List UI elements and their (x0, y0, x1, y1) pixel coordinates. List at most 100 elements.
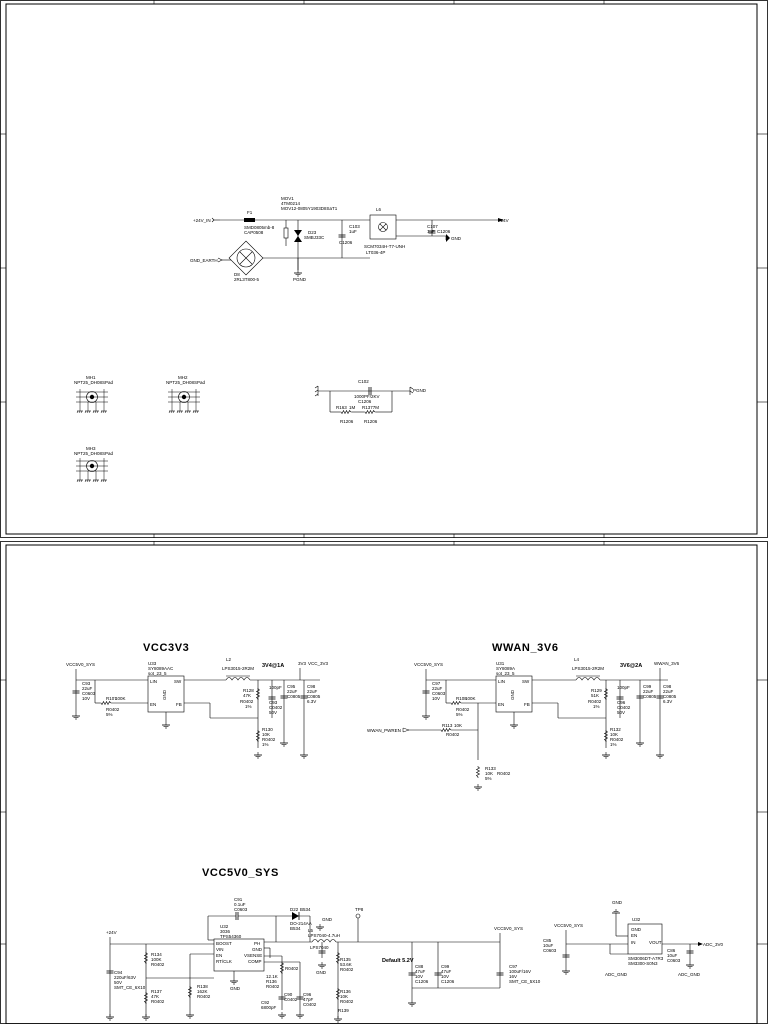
wwan-rpd-tol: 5% (485, 776, 492, 781)
wwan-cff-v: 50V (617, 710, 625, 715)
ldo-cout-ref: C86 (667, 948, 676, 953)
vcc5v0-schottky (292, 912, 299, 920)
vcc5v0-title: VCC5V0_SYS (202, 867, 279, 879)
esd-pgnd-label: PGND (413, 388, 427, 393)
vcc5v0-gnd-label: GND (322, 917, 333, 922)
vcc5v0-ic-symbol (213, 938, 265, 972)
ldo-gnd-top: GND (612, 900, 623, 905)
vcc5v0-tp-label: TP8 (355, 907, 364, 912)
mov-ref: MOV1 (281, 196, 294, 201)
vcc5v0-ref-label-1: R136 (266, 979, 277, 984)
sheet1-frame (0, 0, 768, 538)
wwan-ic-val: SY8089A (496, 666, 515, 671)
vcc5v0-c1-ref: C92 (261, 1000, 270, 1005)
esd-r1-ref: R163 (336, 405, 347, 410)
esd-cap-pkg: C1206 (358, 399, 372, 404)
mov-val1: 4TM0214 (281, 201, 301, 206)
wwan-rfb1-val: 51K (591, 693, 599, 698)
vcc5v0-r1-val: 100K (151, 957, 162, 962)
vcc5v0-r3-val: 162K (197, 989, 208, 994)
wwan-rfb2-ref: R132 (610, 727, 621, 732)
wwan-ren-ref: R108 (456, 696, 467, 701)
vcc5v0-pin-boost: BOOST (216, 941, 232, 946)
fuse-val: SMD0805mb-8 (244, 225, 275, 230)
vcc5v0-c1-val: 6800pF (261, 1005, 277, 1010)
vcc5v0-diode-ref: D22 (290, 907, 299, 912)
wwan-ren2-pkg: R0402 (446, 732, 460, 737)
vcc3v3-pin-gnd: GND (162, 689, 167, 700)
ldo-ic-val2: SM3300-S0N3 (628, 961, 658, 966)
vcc5v0-cboot-val: 0.1uF (234, 902, 246, 907)
vcc5v0-c4-ref: C99 (441, 964, 450, 969)
mh3-val: NPT25_DH08SPad (74, 451, 114, 456)
vcc3v3-cout1-val: 22uF (287, 689, 298, 694)
ldo-pin-en: EN (631, 933, 637, 938)
vcc5v0-c2-val: 47pF (303, 997, 314, 1002)
vcc3v3-ren-ref: R107 (106, 696, 117, 701)
vcc5v0-inductor (311, 939, 337, 943)
vcc5v0-r7-ref: R0402 (285, 966, 299, 971)
mh2-ref: MH2 (178, 375, 188, 380)
ldo-ic-symbol (627, 923, 663, 955)
esd-r1-val: 1M (349, 405, 356, 410)
wwan-ren-tol: 5% (456, 712, 463, 717)
ldo-cout-pkg: C0603 (667, 958, 681, 963)
vcc5v0-r5-val: 10K (340, 994, 348, 999)
choke-symbol (369, 214, 397, 240)
vcc3v3-pin-sw: SW (174, 679, 182, 684)
pgnd-symbol (293, 269, 303, 277)
ldo-cin-val: 10uF (543, 943, 554, 948)
vcc5v0-r1-pkg: R0402 (151, 962, 165, 967)
vcc5v0-l-val: LPS7040-4.7uH (308, 933, 340, 938)
vcc5v0-ic-ref: U32 (220, 924, 229, 929)
wwan-cout2-val: 22uF (663, 689, 674, 694)
ldo-gnd-left: ADC_GND (605, 972, 628, 977)
wwan-cout1-ref: C99 (643, 684, 652, 689)
ldo-pin-gnd: GND (631, 927, 642, 932)
vcc5v0-c5-v: 16V (509, 974, 517, 979)
tvs-diode-symbol (294, 230, 302, 236)
wwan-title: WWAN_3V6 (492, 642, 559, 654)
vcc5v0-diode-pkg: DO-214AA (290, 921, 312, 926)
vcc3v3-ic-val: SY8089AAC (148, 666, 174, 671)
wwan-l-ref: L4 (574, 657, 580, 662)
vcc5v0-c3-val: 47uF (415, 969, 426, 974)
mh1-val: NPT25_DH08SPad (74, 380, 114, 385)
vcc5v0-r4-pkg: R0402 (340, 967, 354, 972)
vcc5v0-c4-val: 47uF (441, 969, 452, 974)
vcc3v3-rfb1-val: 47K (243, 693, 251, 698)
wwan-cff-pkg: C0402 (617, 705, 631, 710)
vcc5v0-gnd-ic: GND (230, 986, 241, 991)
vcc3v3-pin-fb: FB (176, 702, 182, 707)
vcc5v0-gnd2: GND (316, 970, 327, 975)
vcc5v0-c2-pkg: C0402 (303, 1002, 317, 1007)
vcc3v3-cout2-val: 22uF (307, 689, 318, 694)
vcc3v3-ren-tol: 5% (106, 712, 113, 717)
vcc3v3-inductor (225, 677, 251, 681)
mov-val2: MOV12-0805Y1903D8SaT1 (281, 206, 338, 211)
choke-val: SCM7034H-T7-UNH (364, 244, 405, 249)
vcc3v3-block: VCC3V3 VCC5V0_SYS C93 22uF C0603 10V R10… (66, 642, 329, 759)
wwan-block: WWAN_3V6 VCC5V0_SYS C97 22uF C0603 10V R… (367, 642, 680, 791)
vcc5v0-l-pkg: LPS7040 (310, 945, 329, 950)
wwan-pin-en: EN (498, 702, 504, 707)
vcc5v0-pin-en: EN (216, 953, 222, 958)
vcc5v0-pin-comp: COMP (248, 959, 262, 964)
vcc3v3-l-ref: L2 (226, 657, 232, 662)
mh2-symbol (167, 388, 201, 414)
vcc5v0-r2-val: 47K (151, 994, 159, 999)
wwan-rpd-ref: R133 (485, 766, 496, 771)
wwan-cff-ref: C96 (617, 700, 626, 705)
vcc5v0-c2-ref: C96 (303, 992, 312, 997)
vcc5v0-r4-ref: R135 (340, 957, 351, 962)
vcc5v0-ref-label-3: C90 (284, 992, 293, 997)
net-24v-out: +24V (498, 218, 509, 223)
wwan-pin-fb: FB (524, 702, 530, 707)
vcc3v3-pin-en: EN (150, 702, 156, 707)
mh1-ref: MH1 (86, 375, 96, 380)
wwan-pin-lin: LIN (498, 679, 505, 684)
wwan-out-net: WWAN_3V6 (654, 661, 680, 666)
ldo-cout-val: 10uF (667, 953, 678, 958)
wwan-cout1-pkg: C0805 (643, 694, 657, 699)
mov-symbol (283, 227, 289, 239)
